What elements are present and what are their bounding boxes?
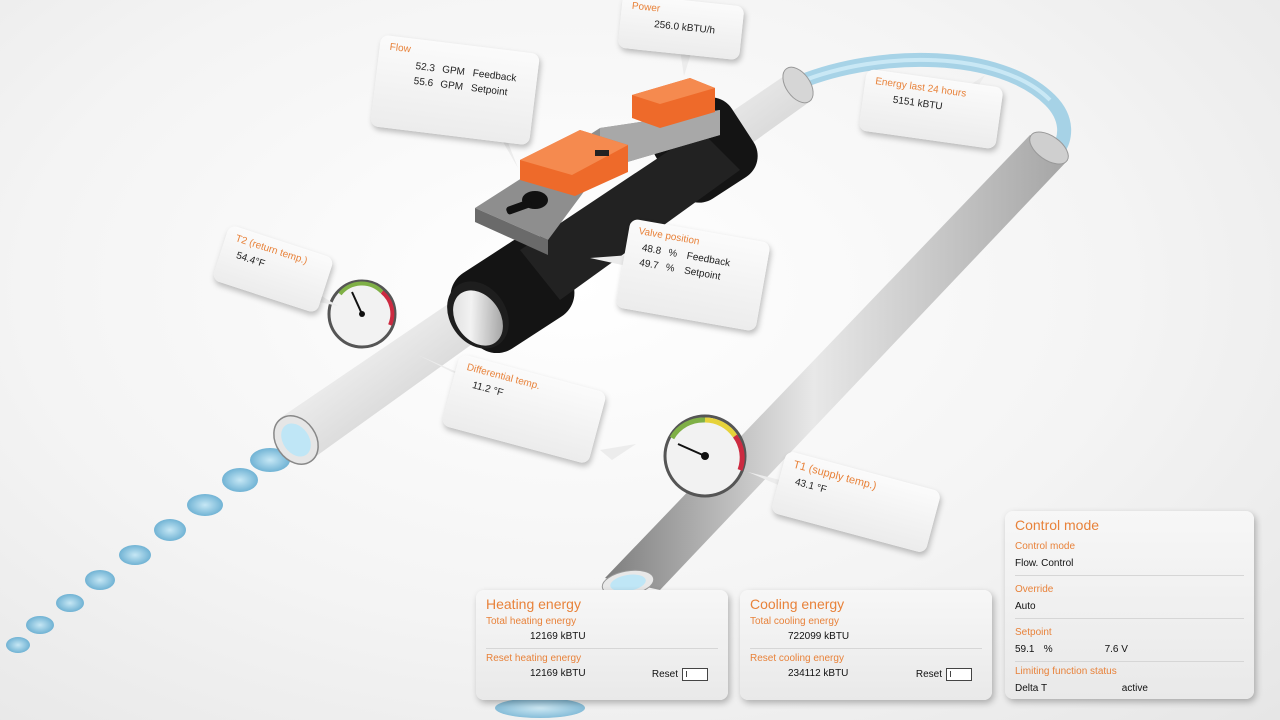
setpoint-unit: % — [1043, 644, 1053, 655]
t2-gauge — [327, 279, 397, 349]
control-mode-panel: Control mode Control mode Flow. Control … — [1005, 511, 1254, 699]
reset-cooling-energy-label: Reset cooling energy — [750, 653, 844, 664]
limiting-function-name: Delta T — [1015, 683, 1048, 694]
setpoint-value: 59.1 % 7.6 V — [1015, 644, 1244, 662]
cooling-energy-title: Cooling energy — [750, 596, 845, 612]
total-heating-energy-value: 12169 kBTU — [486, 631, 718, 649]
valve-setpoint-unit: % — [664, 262, 676, 275]
reset-cooling-button[interactable]: Reset — [916, 668, 972, 681]
flow-setpoint-unit: GPM — [439, 79, 464, 93]
flow-setpoint-value: 55.6 — [413, 75, 434, 90]
control-mode-label: Control mode — [1015, 541, 1076, 552]
reset-cooling-toggle[interactable] — [946, 668, 972, 681]
control-mode-value[interactable]: Flow. Control — [1015, 558, 1244, 576]
setpoint-percent[interactable]: 59.1 — [1015, 644, 1035, 655]
t1-gauge — [663, 414, 747, 498]
reset-heating-button[interactable]: Reset — [652, 668, 708, 681]
valve-setpoint-value: 49.7 — [638, 257, 660, 272]
override-label: Override — [1015, 584, 1054, 595]
water-stream-left — [6, 426, 322, 653]
limiting-function-label: Limiting function status — [1015, 666, 1117, 677]
override-value[interactable]: Auto — [1015, 601, 1244, 619]
reset-cooling-energy-value: 234112 kBTU Reset — [750, 668, 982, 685]
water-stream-bottom — [495, 698, 585, 718]
cooling-energy-panel: Cooling energy Total cooling energy 7220… — [740, 590, 992, 700]
limiting-function-value: Delta T active — [1015, 683, 1244, 700]
heating-energy-title: Heating energy — [486, 596, 581, 612]
setpoint-label: Setpoint — [1015, 627, 1052, 638]
control-mode-title: Control mode — [1015, 517, 1100, 533]
reset-heating-toggle[interactable] — [682, 668, 708, 681]
heating-energy-panel: Heating energy Total heating energy 1216… — [476, 590, 728, 700]
reset-heating-energy-value: 12169 kBTU Reset — [486, 668, 718, 685]
limiting-function-status: active — [1121, 683, 1148, 694]
valve-actuator — [475, 78, 720, 255]
flow-callout: Flow 52.3 GPM Feedback 55.6 GPM Setpoint — [369, 34, 541, 146]
total-cooling-energy-label: Total cooling energy — [750, 616, 839, 627]
total-heating-energy-label: Total heating energy — [486, 616, 577, 627]
total-cooling-energy-value: 722099 kBTU — [750, 631, 982, 649]
flow-setpoint-label: Setpoint — [470, 82, 508, 99]
setpoint-volt: 7.6 V — [1104, 644, 1128, 655]
reset-heating-energy-label: Reset heating energy — [486, 653, 582, 664]
